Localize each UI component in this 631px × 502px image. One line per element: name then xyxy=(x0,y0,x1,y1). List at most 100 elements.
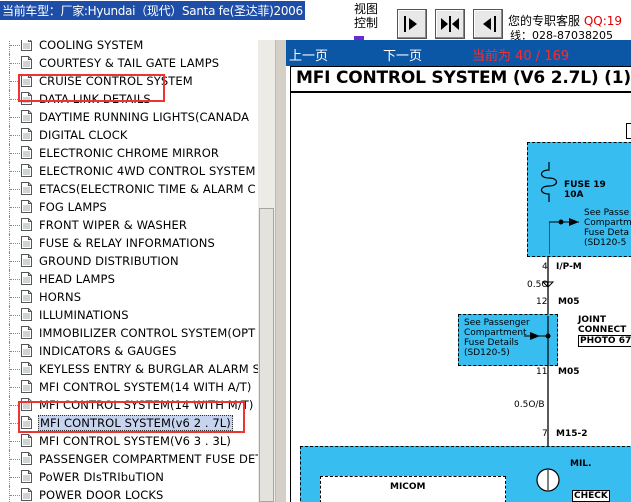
joint-connector-box xyxy=(458,314,558,366)
tree-branch xyxy=(10,225,20,226)
check-engine-label: CHECK xyxy=(572,490,610,502)
tree-line xyxy=(9,90,11,108)
fit-width-button[interactable] xyxy=(435,9,465,39)
joint-note-line2: Compartment xyxy=(464,328,527,338)
tree-item[interactable]: CRUISE CONTROL SYSTEM xyxy=(0,72,258,90)
tree-item-label: POWER DOOR LOCKS xyxy=(39,488,164,502)
mil-lamp-icon xyxy=(536,468,560,492)
tree-branch xyxy=(10,387,20,388)
fuse-label: FUSE 19 xyxy=(564,180,606,190)
qq-contact[interactable]: QQ:19 xyxy=(583,14,623,28)
next-arrow-button[interactable] xyxy=(397,9,427,39)
tree-item-label: KEYLESS ENTRY & BURGLAR ALARM S xyxy=(39,362,258,376)
tree-item[interactable]: ELECTRONIC CHROME MIRROR xyxy=(0,144,258,162)
joint-connector-symbol xyxy=(524,316,551,366)
tree-item-label: DIGITAL CLOCK xyxy=(39,128,128,142)
photo-reference[interactable]: PHOTO 67 xyxy=(578,335,631,347)
tree-branch xyxy=(10,81,20,82)
tree-item[interactable]: GROUND DISTRIBUTION xyxy=(0,252,258,270)
tree-item[interactable]: COURTESY & TAIL GATE LAMPS xyxy=(0,54,258,72)
tree-branch xyxy=(10,351,20,352)
tree-line xyxy=(9,396,11,414)
tree-branch xyxy=(10,423,20,424)
tree-line xyxy=(9,468,11,486)
tree-line xyxy=(9,126,11,144)
fuse-connector-symbol xyxy=(549,218,579,254)
pin-4: 4 xyxy=(542,262,548,272)
tree-item[interactable]: COOLING SYSTEM xyxy=(0,40,258,54)
title-rule xyxy=(290,91,631,93)
tree-branch xyxy=(10,297,20,298)
tree-line xyxy=(9,324,11,342)
tree-item[interactable]: DATA LINK DETAILS xyxy=(0,90,258,108)
document-icon xyxy=(21,308,32,321)
tree-item[interactable]: PoWER DIsTRIbuTION xyxy=(0,468,258,486)
document-icon xyxy=(21,200,32,213)
tree-item-label: MFI CONTROL SYSTEM(V6 3 . 3L) xyxy=(39,434,231,448)
tree-item[interactable]: KEYLESS ENTRY & BURGLAR ALARM S xyxy=(0,360,258,378)
tree-item[interactable]: FUSE & RELAY INFORMATIONS xyxy=(0,234,258,252)
page-navigation-bar: 上一页 下一页 当前为 40 / 169 xyxy=(286,40,631,66)
tree-item-label: FOG LAMPS xyxy=(39,200,107,214)
tree-branch xyxy=(10,315,20,316)
customer-service-text: 您的专职客服 QQ:19 xyxy=(508,12,622,29)
tree-item[interactable]: PASSENGER COMPARTMENT FUSE DET xyxy=(0,450,258,468)
document-icon xyxy=(21,344,32,357)
tree-line xyxy=(9,54,11,72)
tree-item[interactable]: FRONT WIPER & WASHER xyxy=(0,216,258,234)
tree-item-label: COURTESY & TAIL GATE LAMPS xyxy=(39,56,220,70)
tree-item-label: ELECTRONIC CHROME MIRROR xyxy=(39,146,220,160)
mil-label: MIL. xyxy=(570,459,592,469)
tree-branch xyxy=(10,135,20,136)
tree-scrollbar[interactable] xyxy=(258,40,275,502)
tree-item[interactable]: POWER DOOR LOCKS xyxy=(0,486,258,502)
document-icon xyxy=(21,416,32,429)
tree-item[interactable]: FOG LAMPS xyxy=(0,198,258,216)
tree-item[interactable]: IMMOBILIZER CONTROL SYSTEM(OPT xyxy=(0,324,258,342)
tree-item-label: HORNS xyxy=(39,290,82,304)
prev-page-link[interactable]: 上一页 xyxy=(289,49,329,64)
tree-line xyxy=(9,450,11,468)
tree-line xyxy=(9,306,11,324)
tree-item[interactable]: HEAD LAMPS xyxy=(0,270,258,288)
tree-line xyxy=(9,414,11,432)
wiring-diagram: MFI CONTROL SYSTEM (V6 2.7L) (1) FUSE 19… xyxy=(286,66,631,502)
diagram-frame xyxy=(290,66,631,502)
tree-item-label: DAYTIME RUNNING LIGHTS(CANADA xyxy=(39,110,250,124)
tree-branch xyxy=(10,99,20,100)
document-icon xyxy=(21,254,32,267)
tree-item[interactable]: ETACS(ELECTRONIC TIME & ALARM C xyxy=(0,180,258,198)
arrow-left-icon xyxy=(483,16,496,32)
top-toolbar: 当前车型：厂家:Hyundai（现代）Santa fe(圣达菲)2006 视图控… xyxy=(0,0,631,40)
document-icon xyxy=(21,128,32,141)
pane-splitter[interactable] xyxy=(275,40,286,502)
tree-item[interactable]: INDICATORS & GAUGES xyxy=(0,342,258,360)
tree-item[interactable]: MFI CONTROL SYSTEM(V6 3 . 3L) xyxy=(0,432,258,450)
prev-arrow-button[interactable] xyxy=(473,9,503,39)
tree-item-label: HEAD LAMPS xyxy=(39,272,115,286)
tree-item[interactable]: MFI CONTROL SYSTEM(14 WITH A/T) xyxy=(0,378,258,396)
ipm-connector: I/P-M xyxy=(556,262,582,272)
tree-item[interactable]: MFI CONTROL SYSTEM(v6 2 . 7L) xyxy=(0,414,258,432)
tree-branch xyxy=(10,117,20,118)
tree-branch xyxy=(10,477,20,478)
tree-branch xyxy=(10,405,20,406)
next-page-link[interactable]: 下一页 xyxy=(383,49,423,64)
tree-line xyxy=(9,72,11,90)
document-icon xyxy=(21,380,32,393)
document-icon xyxy=(21,434,32,447)
tree-branch xyxy=(10,441,20,442)
tree-branch xyxy=(10,189,20,190)
fuse-note-line1: See Passe xyxy=(584,208,630,218)
tree-item[interactable]: ILLUMINATIONS xyxy=(0,306,258,324)
view-control-indicator xyxy=(354,36,364,40)
tree-item[interactable]: DAYTIME RUNNING LIGHTS(CANADA xyxy=(0,108,258,126)
tree-line xyxy=(9,180,11,198)
tree-item[interactable]: DIGITAL CLOCK xyxy=(0,126,258,144)
tree-line xyxy=(9,270,11,288)
tree-scrollbar-thumb[interactable] xyxy=(259,208,274,502)
topic-tree: COOLING SYSTEM COURTESY & TAIL GATE LAMPS… xyxy=(0,40,258,502)
connector-label: CONNECT xyxy=(578,325,627,335)
tree-item[interactable]: ELECTRONIC 4WD CONTROL SYSTEM xyxy=(0,162,258,180)
tree-item[interactable]: HORNS xyxy=(0,288,258,306)
